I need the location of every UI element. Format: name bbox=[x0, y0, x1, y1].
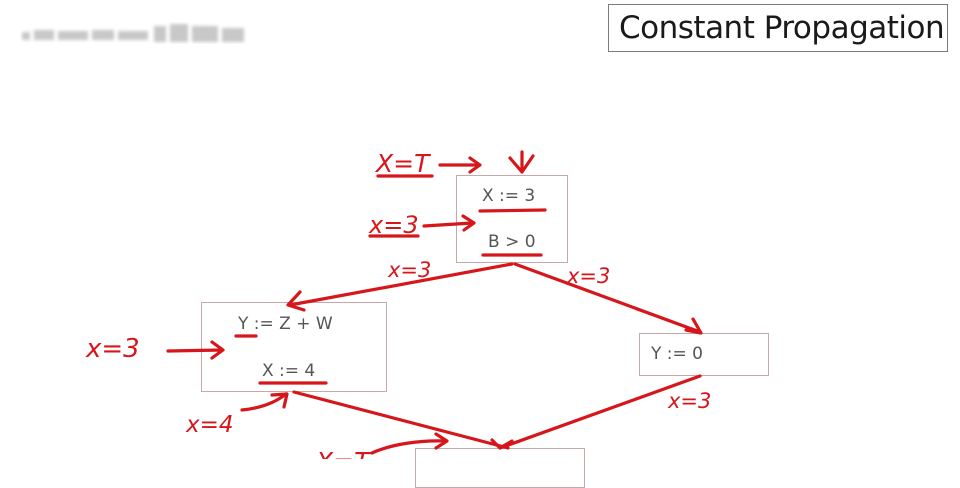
annot-entry-arrow-icon bbox=[438, 156, 482, 174]
annot-edge-left: x=3 bbox=[387, 258, 431, 282]
edge-n1-to-n3-head-icon bbox=[684, 317, 703, 335]
annot-n1-mid: x=3 bbox=[368, 211, 419, 239]
annot-n2-in-arrow-icon bbox=[166, 340, 225, 360]
stmt-y-assign-z-plus-w: Y := Z + W bbox=[238, 314, 333, 334]
edge-n1-to-n2-head-icon bbox=[286, 290, 306, 312]
edge-n1-to-n2 bbox=[288, 262, 514, 307]
annot-n2-out-arrow-icon bbox=[240, 392, 289, 412]
edge-n1-to-n3 bbox=[513, 262, 702, 334]
stmt-x-assign-3: X := 3 bbox=[482, 186, 536, 206]
annot-n2-in: x=3 bbox=[85, 334, 140, 364]
annot-bottom-partial: X=T bbox=[314, 447, 371, 459]
entry-arrow-icon bbox=[508, 150, 535, 174]
edge-n3-to-bottom bbox=[498, 374, 702, 450]
stmt-x-assign-4: X := 4 bbox=[262, 361, 316, 381]
ink-overlay: X=T x=3 x=3 x=3 x=3 x=4 x=3 X=T bbox=[85, 149, 711, 459]
underline-x-assign-3 bbox=[478, 208, 547, 213]
annot-n2-out: x=4 bbox=[185, 412, 234, 438]
edge-to-bottom-head-icon bbox=[490, 438, 514, 450]
stmt-b-gt-0: B > 0 bbox=[488, 232, 536, 252]
annot-bottom-arrow-icon bbox=[370, 432, 449, 455]
cfg-node-right bbox=[639, 333, 769, 376]
slide-title: Constant Propagation bbox=[608, 4, 948, 52]
annot-n3-out: x=3 bbox=[667, 389, 711, 413]
edge-n2-to-bottom bbox=[292, 390, 510, 450]
annot-entry: X=T bbox=[374, 149, 431, 178]
stmt-y-assign-0: Y := 0 bbox=[651, 344, 703, 364]
annot-n1-mid-arrow-icon bbox=[422, 214, 476, 232]
annot-edge-right: x=3 bbox=[566, 264, 610, 288]
logo-watermark bbox=[22, 24, 244, 42]
